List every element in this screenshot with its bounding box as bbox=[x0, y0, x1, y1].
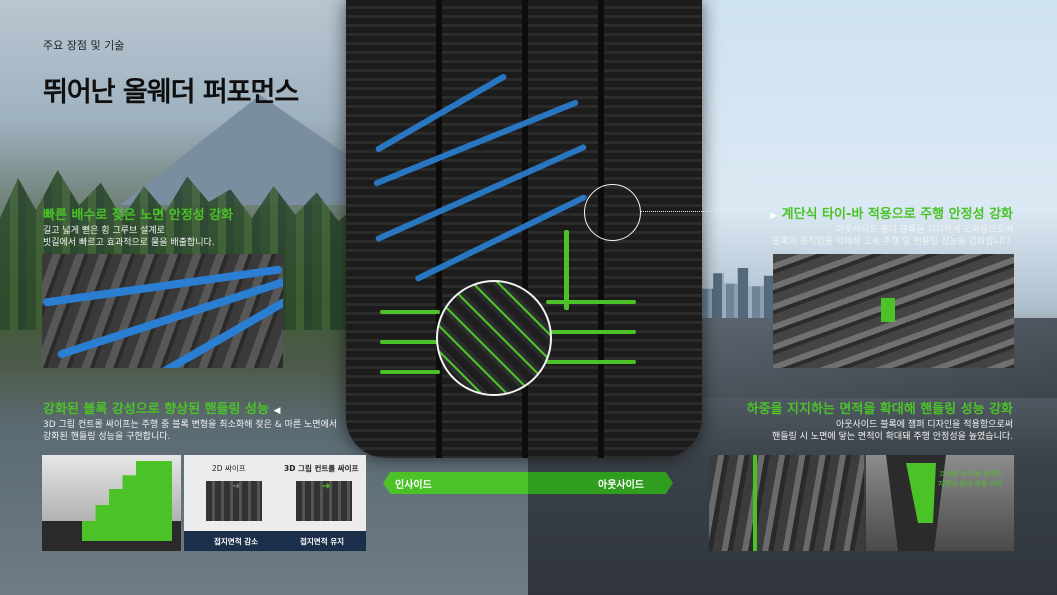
green-sipe-highlight bbox=[546, 300, 636, 304]
tie-bar-highlight bbox=[881, 298, 895, 322]
tie-bar-highlight bbox=[564, 230, 569, 310]
inside-label: 인사이드 bbox=[395, 480, 432, 491]
heading-text: 강화된 블록 강성으로 향상된 핸들링 성능 bbox=[43, 402, 269, 417]
feature-heading-chamfer: 하중을 지지하는 면적을 확대해 핸들링 성능 강화 bbox=[746, 402, 1013, 417]
label-3d-sipe: 3D 그립 컨트롤 싸이프 bbox=[284, 464, 359, 473]
inside-outside-indicator: 인사이드 아웃사이드 bbox=[383, 472, 673, 494]
chamfer-section-image: 코너링 & 차선 변경시 지면에 닿아 하중 지지 bbox=[866, 455, 1014, 551]
label-2d-sipe: 2D 싸이프 bbox=[212, 464, 246, 473]
3d-sipe-block-image bbox=[42, 455, 181, 551]
feature-desc-tiebar: 아웃사이드 숄더 블록을 지지하게 도와줌으로써 블록의 움직임을 억제해 고속… bbox=[772, 224, 1013, 248]
green-sipe-highlight bbox=[380, 310, 440, 314]
blue-groove-highlight bbox=[372, 99, 580, 187]
desc-line: 아웃사이드 블록에 챔퍼 디자인을 적용함으로써 bbox=[835, 420, 1013, 430]
note-line: 지면에 닿아 하중 지지 bbox=[938, 480, 1003, 488]
feature-heading-handling: 강화된 블록 강성으로 향상된 핸들링 성능 ◀ bbox=[43, 398, 280, 417]
arrow-right-icon: ➜ bbox=[232, 481, 241, 492]
page-subtitle: 주요 장점 및 기술 bbox=[43, 39, 125, 52]
caption-3d: 접지면적 유지 bbox=[300, 537, 345, 546]
desc-line: 3D 그립 컨트롤 싸이프는 주행 중 블록 변형을 최소화해 젖은 & 마른 … bbox=[43, 420, 338, 430]
green-sipe-highlight bbox=[546, 360, 636, 364]
tread-groove bbox=[436, 0, 442, 458]
blue-groove-highlight bbox=[42, 265, 283, 307]
sipe-comparison-image: 2D 싸이프 3D 그립 컨트롤 싸이프 ➜ ➜ 접지면적 감소 접지면적 유지 bbox=[184, 455, 366, 551]
drainage-groove-image bbox=[42, 254, 283, 368]
desc-line: 블록의 움직임을 억제해 고속 주행 및 핸들링 성능을 강화합니다. bbox=[771, 237, 1013, 247]
arrow-right-icon: ➜ bbox=[322, 481, 331, 492]
callout-connector-line bbox=[640, 211, 772, 212]
page-title: 뛰어난 올웨더 퍼포먼스 bbox=[43, 77, 299, 108]
feature-desc-drainage: 길고 넓게 뻗은 횡 그루브 설계로 빗길에서 빠르고 효과적으로 물을 배출합… bbox=[43, 225, 215, 249]
desc-line: 강화된 핸들링 성능을 구현합니다. bbox=[43, 432, 171, 442]
chamfer-note: 코너링 & 차선 변경시 지면에 닿아 하중 지지 bbox=[938, 469, 1003, 489]
green-sipe-highlight bbox=[546, 330, 636, 334]
outside-bar bbox=[528, 472, 673, 494]
caption-2d: 접지면적 감소 bbox=[214, 537, 259, 546]
3d-sipe-steps bbox=[82, 461, 172, 541]
chamfer-highlight bbox=[753, 455, 757, 551]
sipe-zoom-circle bbox=[436, 280, 552, 396]
chamfer-tread-image bbox=[709, 455, 864, 551]
green-sipe-highlight bbox=[380, 340, 440, 344]
desc-line: 핸들링 시 노면에 닿는 면적이 확대돼 주행 안정성을 높였습니다. bbox=[771, 432, 1013, 442]
desc-line: 길고 넓게 뻗은 횡 그루브 설계로 bbox=[43, 226, 165, 236]
feature-heading-tiebar: ▶ 계단식 타이-바 적용으로 주행 안정성 강화 bbox=[770, 203, 1013, 222]
tire-image bbox=[346, 0, 702, 458]
inside-bar bbox=[383, 472, 528, 494]
tiebar-image bbox=[773, 254, 1014, 368]
3d-sipe-block bbox=[296, 481, 352, 521]
2d-sipe-block bbox=[206, 481, 262, 521]
green-sipe-highlight bbox=[380, 370, 440, 374]
feature-desc-handling: 3D 그립 컨트롤 싸이프는 주행 중 블록 변형을 최소화해 젖은 & 마른 … bbox=[43, 419, 337, 443]
note-line: 코너링 & 차선 변경시 bbox=[938, 470, 1003, 478]
water-layer bbox=[184, 531, 366, 551]
arrow-left-icon: ◀ bbox=[273, 406, 281, 416]
heading-text: 계단식 타이-바 적용으로 주행 안정성 강화 bbox=[781, 207, 1013, 222]
desc-line: 빗길에서 빠르고 효과적으로 물을 배출합니다. bbox=[43, 238, 215, 248]
arrow-right-icon: ▶ bbox=[770, 211, 778, 221]
blue-groove-highlight bbox=[374, 143, 588, 243]
tie-bar-zoom-circle bbox=[584, 184, 641, 241]
feature-heading-drainage: 빠른 배수로 젖은 노면 안정성 강화 bbox=[43, 208, 234, 223]
feature-desc-chamfer: 아웃사이드 블록에 챔퍼 디자인을 적용함으로써 핸들링 시 노면에 닿는 면적… bbox=[772, 419, 1013, 443]
desc-line: 아웃사이드 숄더 블록을 지지하게 도와줌으로써 bbox=[835, 225, 1013, 235]
outside-label: 아웃사이드 bbox=[598, 480, 644, 491]
